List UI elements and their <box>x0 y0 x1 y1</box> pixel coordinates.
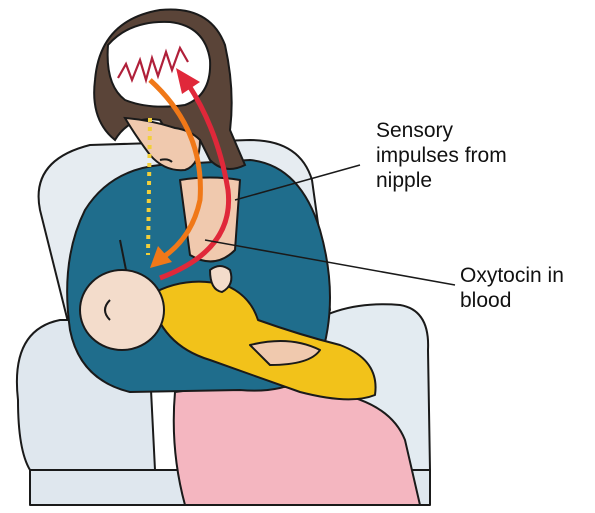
sensory-impulses-label: Sensory impulses from nipple <box>376 118 507 193</box>
baby-head <box>80 270 164 350</box>
oxytocin-label: Oxytocin in blood <box>460 263 564 313</box>
